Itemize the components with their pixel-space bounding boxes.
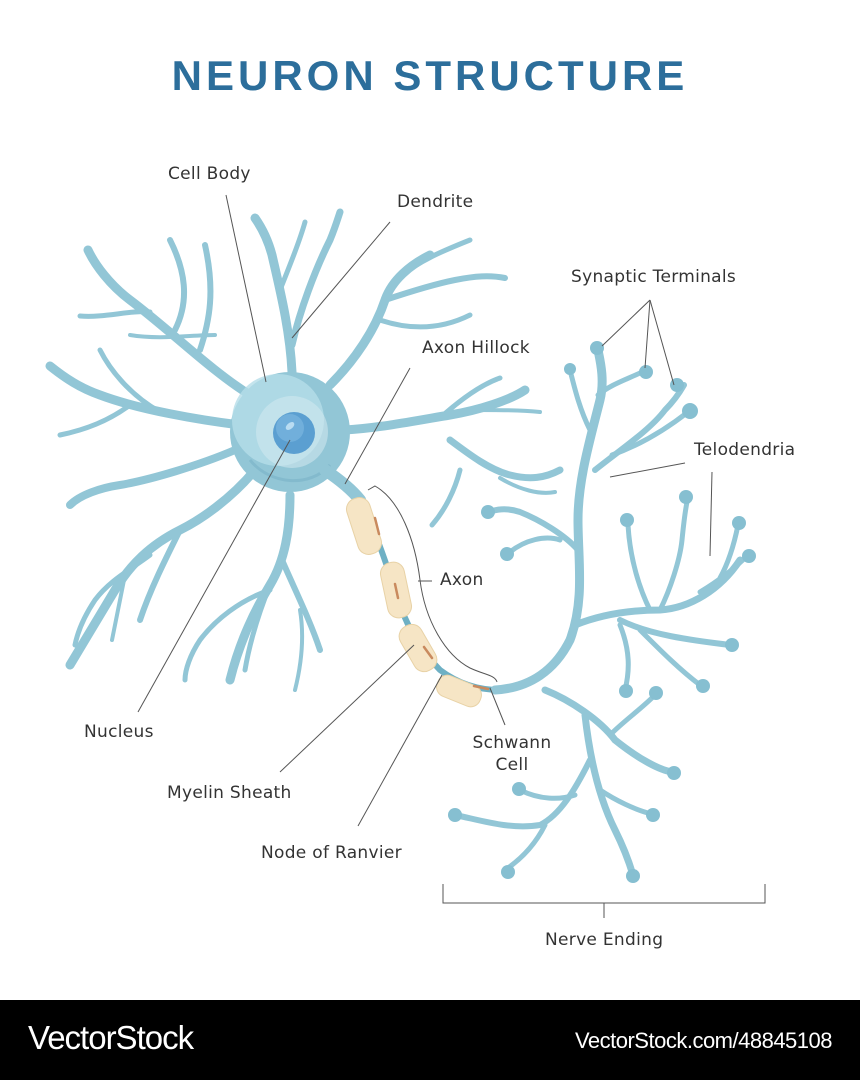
neuron-diagram: [45, 194, 766, 918]
dendrites: [45, 208, 564, 692]
label-axon-hillock: Axon Hillock: [422, 338, 530, 358]
label-nucleus: Nucleus: [84, 722, 154, 742]
label-synaptic-terminals: Synaptic Terminals: [571, 267, 737, 287]
label-nerve-ending: Nerve Ending: [545, 930, 664, 950]
label-node-of-ranvier: Node of Ranvier: [261, 843, 402, 863]
leader-lines: [137, 194, 766, 918]
brand-logo: VectorStock: [28, 1019, 194, 1056]
nucleus: [273, 412, 315, 454]
label-cell-body: Cell Body: [168, 164, 251, 184]
label-dendrite: Dendrite: [397, 192, 474, 212]
image-reference: VectorStock.com/48845108: [574, 1028, 833, 1053]
synaptic-terminals: [448, 341, 756, 883]
label-telodendria: Telodendria: [694, 440, 796, 460]
watermark-footer: VectorStock VectorStock.com/48845108: [0, 1000, 860, 1080]
label-schwann-cell: Schwann Cell: [462, 733, 562, 775]
label-myelin-sheath: Myelin Sheath: [167, 783, 292, 803]
diagram-title: NEURON STRUCTURE: [171, 52, 689, 99]
label-schwann-cell-line1: Schwann: [472, 733, 552, 753]
telodendria: [452, 345, 751, 879]
label-schwann-cell-line2: Cell: [495, 755, 529, 775]
label-axon: Axon: [440, 570, 484, 590]
axon-hillock: [319, 464, 366, 506]
myelin-sheath: [345, 497, 482, 708]
schwann-cell-nuclei: [373, 516, 490, 691]
